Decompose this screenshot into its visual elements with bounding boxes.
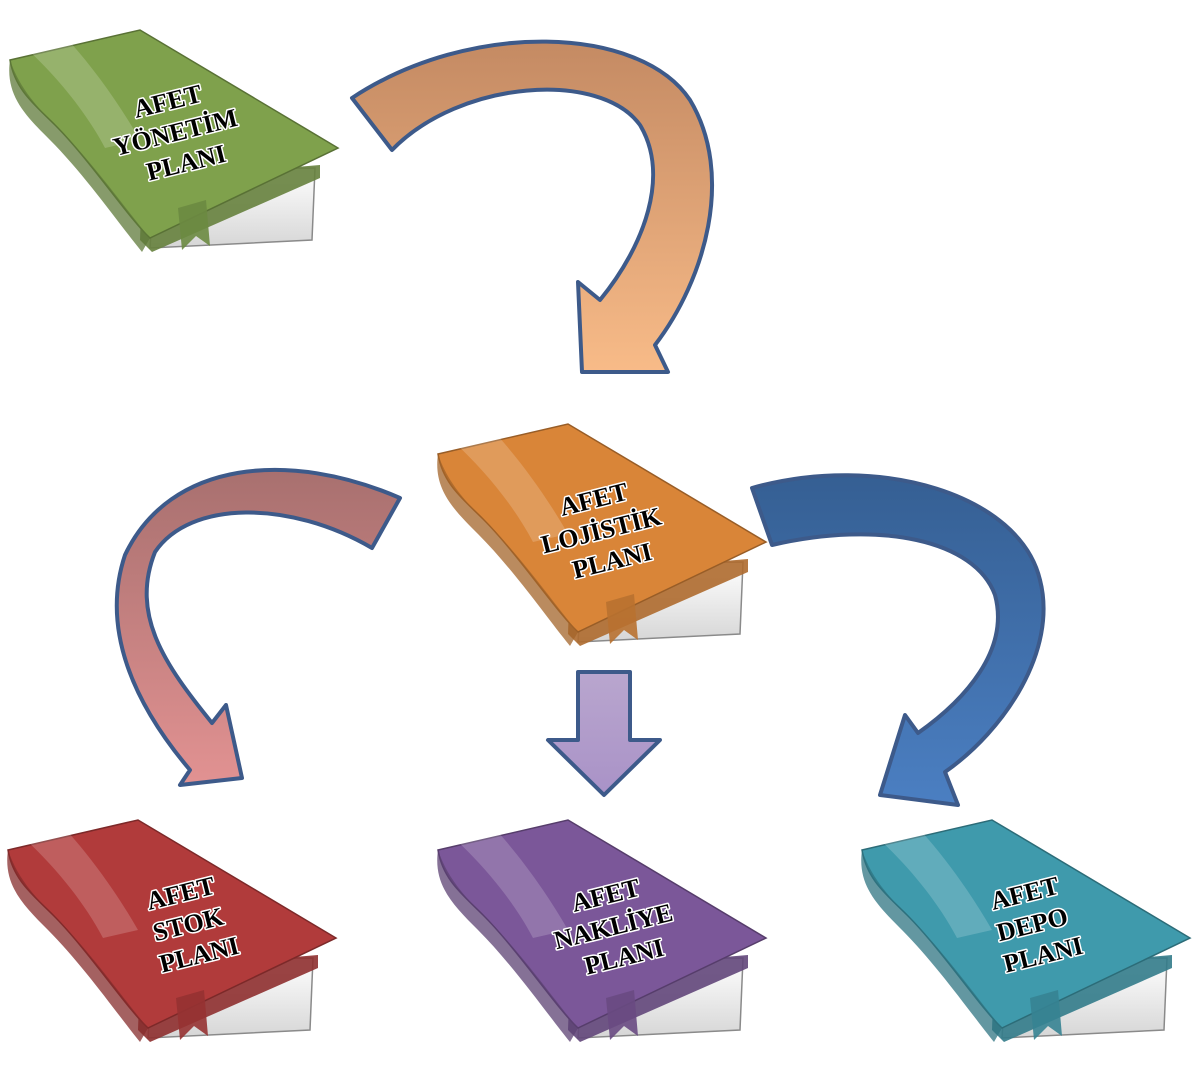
arrow-lojistik-to-depo bbox=[750, 473, 1046, 807]
book-afet-depo-plani: AFET DEPO PLANI bbox=[861, 819, 1192, 1042]
book-afet-stok-plani: AFET STOK PLANI bbox=[7, 819, 338, 1042]
book-afet-nakliye-plani: AFET NAKLİYE PLANI bbox=[437, 819, 768, 1042]
bookmark-ribbon bbox=[1030, 990, 1062, 1040]
arrow-lojistik-to-nakliye bbox=[546, 670, 662, 797]
bookmark-ribbon bbox=[176, 990, 208, 1040]
bookmark-ribbon bbox=[178, 200, 210, 250]
book-afet-lojistik-plani: AFET LOJİSTİK PLANI bbox=[437, 423, 768, 646]
bookmark-ribbon bbox=[606, 594, 638, 644]
bookmark-ribbon bbox=[606, 990, 638, 1040]
book-afet-yonetim-plani: AFET YÖNETİM PLANI bbox=[9, 29, 340, 252]
arrow-yonetim-to-lojistik bbox=[350, 39, 715, 374]
arrow-lojistik-to-stok bbox=[114, 467, 402, 787]
